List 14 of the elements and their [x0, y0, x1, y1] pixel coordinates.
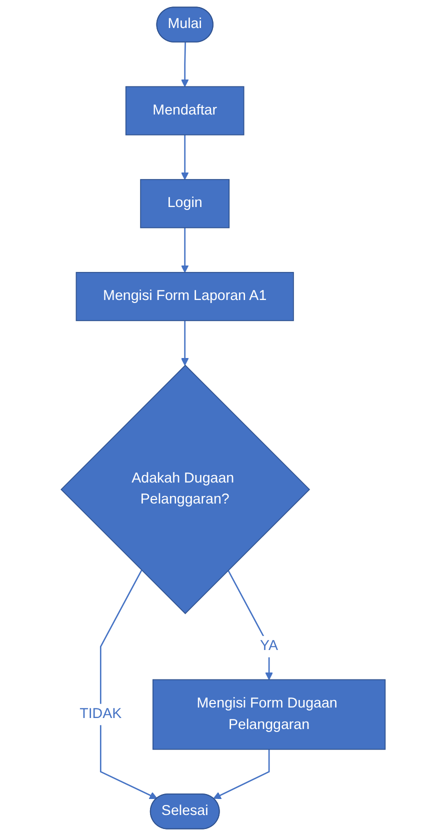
arrow	[180, 134, 189, 180]
node-diamond: Adakah Dugaan Pelanggaran?	[60, 364, 310, 614]
arrow	[227, 570, 273, 680]
node-box: Mengisi Form Dugaan Pelanggaran	[152, 679, 386, 750]
arrow	[180, 42, 189, 87]
node-box: Mengisi Form Laporan A1	[76, 272, 294, 322]
edge-label: YA	[260, 638, 278, 654]
arrow	[180, 228, 189, 273]
node-box: Mendaftar	[125, 86, 244, 136]
arrow	[100, 570, 158, 800]
arrow	[213, 749, 270, 799]
arrow	[180, 320, 189, 366]
node-box: Login	[140, 179, 230, 228]
edge-label: TIDAK	[79, 706, 122, 722]
